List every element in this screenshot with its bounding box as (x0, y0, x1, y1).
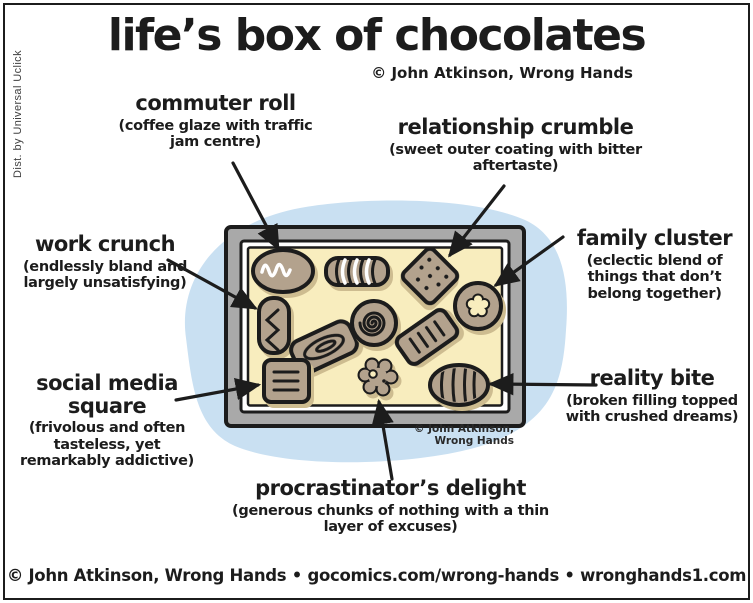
label-reality-bite: reality bite (broken filling topped with… (557, 367, 747, 426)
arrow-reality-bite (487, 373, 598, 396)
footer-credit-line: © John Atkinson, Wrong Hands • gocomics.… (6, 566, 747, 585)
chocolate-striped-bar (394, 308, 460, 366)
chocolate-spiral-round (350, 299, 398, 347)
label-family-cluster: family cluster (eclectic blend of things… (562, 227, 747, 302)
label-procrastinators-delight: procrastinator’s delight (generous chunk… (228, 477, 553, 536)
chocolate-striped-roll (324, 256, 390, 287)
chocolate-description: (eclectic blend of things that don’t bel… (586, 252, 723, 302)
chocolate-name: relationship crumble (397, 115, 634, 139)
lumpy-cluster (357, 357, 399, 397)
arrow-work-crunch (166, 258, 258, 310)
chocolate-name: commuter roll (135, 91, 296, 115)
chocolate-work-crunch (257, 296, 291, 355)
chocolate-description: (generous chunks of nothing with a thin … (232, 502, 549, 536)
in-box-credit: © John Atkinson, Wrong Hands (413, 423, 514, 447)
chocolate-name: procrastinator’s delight (255, 476, 526, 500)
arrow-relationship-crumble (448, 184, 506, 258)
chocolate-name: social media square (36, 371, 178, 418)
label-work-crunch: work crunch (endlessly bland and largely… (20, 233, 190, 292)
chocolate-reality-bite (428, 363, 490, 407)
chocolate-description: (sweet outer coating with bitter afterta… (389, 141, 642, 175)
chocolate-relationship-crumble (400, 246, 460, 306)
distribution-credit: Dist. by Universal Uclick (12, 50, 24, 178)
arrow-procrastinators-delight (371, 398, 394, 481)
chocolate-commuter-roll (251, 248, 315, 294)
chocolate-description: (coffee glaze with traffic jam centre) (118, 117, 313, 151)
chocolate-description: (broken filling topped with crushed drea… (565, 392, 739, 426)
chocolate-description: (frivolous and often tasteless, yet rema… (20, 420, 194, 470)
label-commuter-roll: commuter roll (coffee glaze with traffic… (113, 92, 318, 151)
comic-title: life’s box of chocolates (107, 10, 647, 61)
chocolate-procrastinators-delight (357, 357, 399, 397)
chocolate-social-media-square (262, 358, 311, 404)
title-byline: © John Atkinson, Wrong Hands (371, 64, 633, 82)
arrow-family-cluster (493, 235, 565, 287)
chocolate-description: (endlessly bland and largely unsatisfyin… (22, 258, 188, 292)
flower-hole (465, 293, 491, 318)
label-relationship-crumble: relationship crumble (sweet outer coatin… (383, 116, 648, 175)
label-social-media-square: social media square (frivolous and often… (12, 372, 202, 470)
chocolate-name: family cluster (576, 226, 733, 250)
arrow-commuter-roll (231, 161, 280, 251)
chocolate-family-cluster (453, 281, 503, 331)
chocolate-name: reality bite (589, 366, 715, 390)
chocolate-name: work crunch (34, 232, 176, 256)
arrow-social-media-square (174, 378, 262, 402)
